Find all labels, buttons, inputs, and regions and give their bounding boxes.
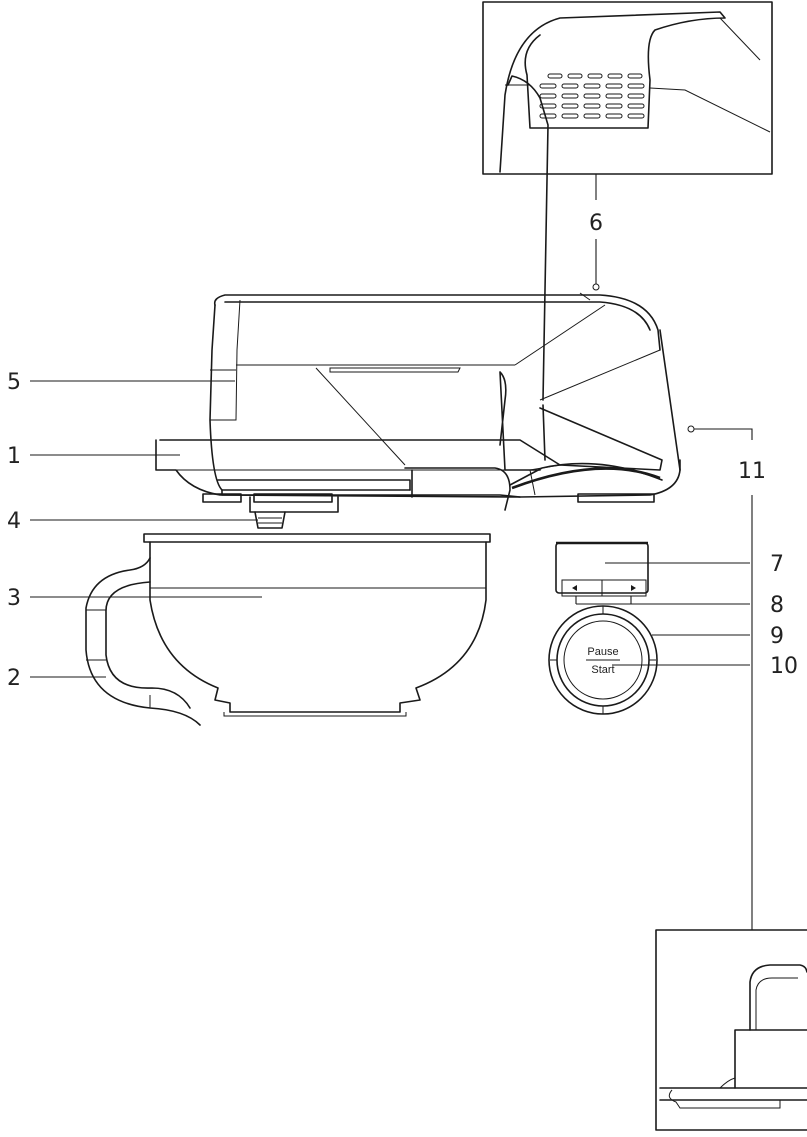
button-label-start: Start bbox=[591, 664, 614, 676]
vent-detail-inset bbox=[482, 1, 773, 175]
callout-1: 1 bbox=[7, 444, 21, 469]
right-arrow-icon[interactable] bbox=[631, 585, 636, 591]
callout-8: 8 bbox=[770, 593, 784, 618]
callout-2: 2 bbox=[7, 666, 21, 691]
callout-3: 3 bbox=[7, 586, 21, 611]
button-label-pause: Pause bbox=[587, 646, 618, 658]
side-detail-inset bbox=[655, 929, 807, 1131]
callout-7: 7 bbox=[770, 552, 784, 577]
callout-10: 10 bbox=[770, 654, 798, 679]
mixing-bowl bbox=[85, 533, 491, 726]
callout-11: 11 bbox=[738, 459, 766, 484]
callout-numbers: 6 5 4 3 2 1 7 8 9 10 11 bbox=[7, 211, 798, 691]
left-arrow-icon[interactable] bbox=[572, 585, 577, 591]
callout-9: 9 bbox=[770, 624, 784, 649]
speed-dial[interactable] bbox=[548, 605, 658, 715]
leader-lines bbox=[30, 174, 753, 930]
start-pause-button[interactable]: Pause Start bbox=[586, 646, 620, 676]
mixer-body bbox=[155, 75, 681, 529]
callout-4: 4 bbox=[7, 509, 21, 534]
callout-6: 6 bbox=[589, 211, 603, 236]
vent-slots bbox=[539, 73, 645, 119]
control-panel bbox=[555, 541, 649, 597]
callout-5: 5 bbox=[7, 370, 21, 395]
